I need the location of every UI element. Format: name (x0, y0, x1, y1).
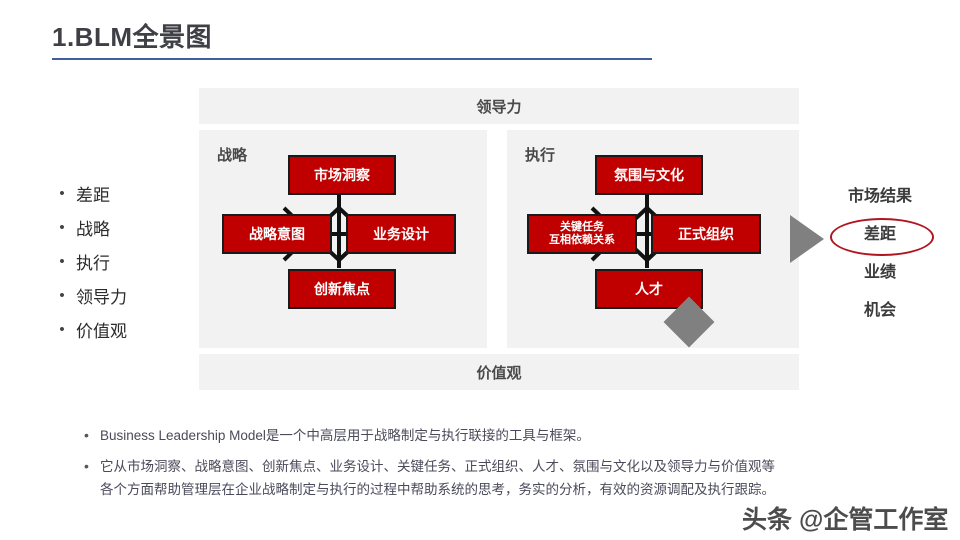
list-item: • 差距 (56, 176, 196, 210)
execution-panel-title: 执行 (525, 147, 556, 164)
list-item-label: 领导力 (76, 287, 127, 307)
right-arrow-icon (790, 215, 824, 263)
market-results-heading: 市场结果 (847, 188, 912, 205)
title-underline-rule (52, 58, 652, 60)
bullet-icon: • (84, 458, 89, 474)
node-business-design[interactable]: 业务设计 (346, 214, 456, 254)
list-item: • 价值观 (56, 312, 196, 346)
footer-bullet-row: • 它从市场洞察、战略意图、创新焦点、业务设计、关键任务、正式组织、人才、氛围与… (84, 455, 924, 501)
list-item-label: 差距 (76, 185, 110, 205)
leadership-band: 领导力 (199, 88, 799, 124)
result-item-performance: 业绩 (863, 264, 896, 281)
node-key-tasks[interactable]: 关键任务 互相依赖关系 (527, 214, 637, 254)
left-bullet-list: • 差距 • 战略 • 执行 • 领导力 • 价值观 (56, 176, 196, 346)
bullet-icon: • (59, 286, 65, 304)
strategy-panel-title: 战略 (217, 147, 248, 164)
node-key-tasks-line2: 互相依赖关系 (549, 234, 615, 246)
page-title: 1.BLM全景图 (52, 22, 213, 52)
footer-line-2b: 各个方面帮助管理层在企业战略制定与执行的过程中帮助系统的思考，务实的分析，有效的… (100, 482, 775, 497)
list-item: • 领导力 (56, 278, 196, 312)
list-item: • 战略 (56, 210, 196, 244)
bullet-icon: • (59, 184, 65, 202)
result-item-opportunity: 机会 (863, 302, 896, 319)
watermark-text: 头条 @企管工作室 (742, 506, 949, 534)
blm-diagram: 领导力 战略 执行 (199, 88, 799, 390)
node-market-insight[interactable]: 市场洞察 (288, 155, 396, 195)
footer-line-1: Business Leadership Model是一个中高层用于战略制定与执行… (100, 428, 590, 443)
footer-line-2a: 它从市场洞察、战略意图、创新焦点、业务设计、关键任务、正式组织、人才、氛围与文化… (100, 459, 775, 474)
footer-notes: • Business Leadership Model是一个中高层用于战略制定与… (84, 424, 924, 509)
node-innovation-focus[interactable]: 创新焦点 (288, 269, 396, 309)
list-item-label: 价值观 (76, 321, 127, 341)
node-key-tasks-line1: 关键任务 (560, 221, 604, 233)
title-block: 1.BLM全景图 (52, 20, 692, 60)
list-item-label: 战略 (76, 219, 110, 239)
values-band: 价值观 (199, 354, 799, 390)
footer-line-2: 它从市场洞察、战略意图、创新焦点、业务设计、关键任务、正式组织、人才、氛围与文化… (100, 455, 775, 501)
result-item-gap: 差距 (828, 216, 934, 256)
bullet-icon: • (59, 320, 65, 338)
bullet-icon: • (84, 427, 89, 443)
market-results-block: 市场结果 差距 业绩 机会 (828, 178, 934, 330)
node-atmosphere-culture[interactable]: 氛围与文化 (595, 155, 703, 195)
node-strategic-intent[interactable]: 战略意图 (222, 214, 332, 254)
bullet-icon: • (59, 252, 65, 270)
list-item: • 执行 (56, 244, 196, 278)
footer-bullet-row: • Business Leadership Model是一个中高层用于战略制定与… (84, 424, 924, 447)
list-item-label: 执行 (76, 253, 110, 273)
node-formal-organization[interactable]: 正式组织 (651, 214, 761, 254)
bullet-icon: • (59, 218, 65, 236)
